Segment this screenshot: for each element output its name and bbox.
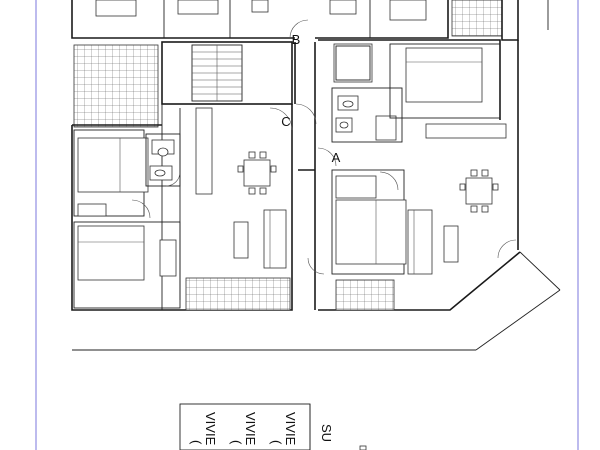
corridor bbox=[294, 42, 337, 310]
upper-units bbox=[71, 0, 549, 41]
legend-row-1: VIVIE bbox=[283, 412, 298, 446]
legend-table: SU VIVIE ( VIVIE ( VIVIE ( bbox=[179, 403, 367, 450]
legend-row-1-sub: ( bbox=[269, 440, 284, 445]
legend-row-3: VIVIE bbox=[203, 412, 218, 446]
legend-header: SU bbox=[319, 424, 334, 442]
stair-core bbox=[161, 41, 293, 105]
legend-row-3-sub: ( bbox=[189, 440, 204, 445]
door-label-a: A bbox=[332, 150, 341, 165]
unit-a bbox=[318, 39, 521, 311]
legend-row-2: VIVIE bbox=[243, 412, 258, 446]
site-lines bbox=[72, 251, 561, 351]
legend-row-2-sub: ( bbox=[229, 440, 244, 445]
door-label-c: C bbox=[281, 114, 290, 129]
left-terrace bbox=[73, 44, 159, 128]
unit-c bbox=[71, 104, 293, 311]
door-label-b: B bbox=[292, 32, 301, 47]
sheet-frame bbox=[35, 0, 579, 450]
